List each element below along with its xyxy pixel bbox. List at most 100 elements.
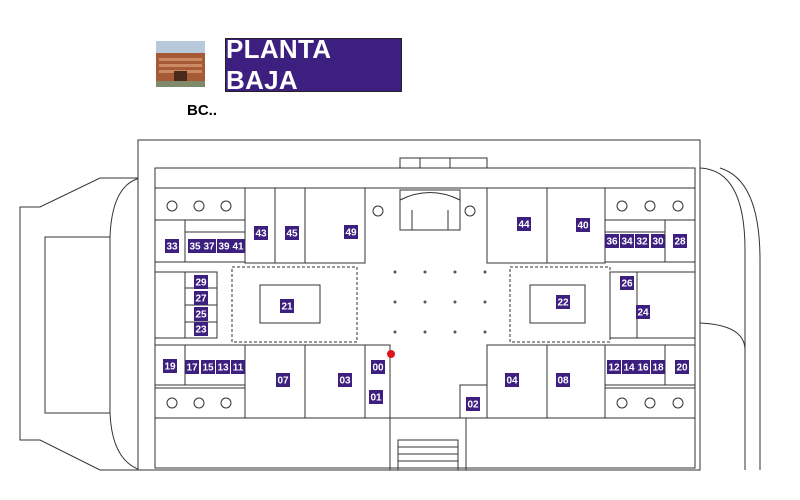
- room-tag-34[interactable]: 34: [620, 234, 634, 248]
- room-tag-bg: [194, 322, 208, 336]
- room-number: 36: [606, 237, 618, 248]
- room-tag-25[interactable]: 25: [194, 307, 208, 321]
- room-tag-bg: [216, 360, 230, 374]
- room-tag-04[interactable]: 04: [505, 373, 519, 387]
- room-number: 04: [506, 376, 518, 387]
- room-tag-15[interactable]: 15: [201, 360, 215, 374]
- room-number: 43: [255, 229, 267, 240]
- room-tag-20[interactable]: 20: [675, 360, 689, 374]
- room-number: 49: [345, 228, 357, 239]
- room-number: 01: [370, 393, 382, 404]
- room-tag-18[interactable]: 18: [651, 360, 665, 374]
- room-number: 26: [621, 279, 633, 290]
- room-tag-bg: [636, 360, 650, 374]
- room-tag-14[interactable]: 14: [622, 360, 636, 374]
- room-number: 24: [637, 308, 649, 319]
- room-tag-21[interactable]: 21: [280, 299, 294, 313]
- room-number: 12: [608, 363, 620, 374]
- room-number: 20: [676, 363, 688, 374]
- room-tag-bg: [556, 373, 570, 387]
- room-tag-bg: [517, 217, 531, 231]
- room-tag-bg: [675, 360, 689, 374]
- room-tag-bg: [605, 234, 619, 248]
- room-tag-24[interactable]: 24: [636, 305, 650, 319]
- room-tag-37[interactable]: 37: [202, 239, 216, 253]
- room-number: 35: [189, 242, 201, 253]
- floor-title: PLANTA BAJA: [226, 34, 331, 95]
- room-tag-26[interactable]: 26: [620, 276, 634, 290]
- room-tag-44[interactable]: 44: [517, 217, 531, 231]
- room-tag-bg: [165, 239, 179, 253]
- room-tag-bg: [576, 218, 590, 232]
- room-tag-02[interactable]: 02: [466, 397, 480, 411]
- room-tag-22[interactable]: 22: [556, 295, 570, 309]
- room-tag-bg: [371, 360, 385, 374]
- room-tag-bg: [635, 234, 649, 248]
- room-tag-bg: [556, 295, 570, 309]
- room-tag-49[interactable]: 49: [344, 225, 358, 239]
- room-tag-30[interactable]: 30: [651, 234, 665, 248]
- room-tag-41[interactable]: 41: [231, 239, 245, 253]
- room-tag-29[interactable]: 29: [194, 275, 208, 289]
- room-tag-33[interactable]: 33: [165, 239, 179, 253]
- room-tag-43[interactable]: 43: [254, 226, 268, 240]
- room-tag-bg: [185, 360, 199, 374]
- room-number: 16: [637, 363, 649, 374]
- room-number: 17: [186, 363, 198, 374]
- room-tag-bg: [369, 390, 383, 404]
- room-tag-40[interactable]: 40: [576, 218, 590, 232]
- room-number: 25: [195, 310, 207, 321]
- room-tag-12[interactable]: 12: [607, 360, 621, 374]
- room-number: 29: [195, 278, 207, 289]
- room-tag-07[interactable]: 07: [276, 373, 290, 387]
- room-number: 27: [195, 294, 207, 305]
- room-tag-bg: [673, 234, 687, 248]
- room-tag-28[interactable]: 28: [673, 234, 687, 248]
- room-tag-16[interactable]: 16: [636, 360, 650, 374]
- room-number: 03: [339, 376, 351, 387]
- room-tag-00[interactable]: 00: [371, 360, 385, 374]
- column-markers: [166, 200, 684, 409]
- room-tag-17[interactable]: 17: [185, 360, 199, 374]
- room-tag-27[interactable]: 27: [194, 291, 208, 305]
- building-photo: [156, 41, 205, 87]
- room-tag-bg: [620, 234, 634, 248]
- room-tag-bg: [202, 239, 216, 253]
- room-tag-13[interactable]: 13: [216, 360, 230, 374]
- room-tag-01[interactable]: 01: [369, 390, 383, 404]
- room-tag-11[interactable]: 11: [231, 360, 245, 374]
- room-number: 15: [202, 363, 214, 374]
- room-tag-bg: [194, 291, 208, 305]
- room-tag-23[interactable]: 23: [194, 322, 208, 336]
- room-tag-bg: [344, 225, 358, 239]
- room-tag-bg: [280, 299, 294, 313]
- room-tag-bg: [622, 360, 636, 374]
- room-number: 30: [652, 237, 664, 248]
- room-tag-39[interactable]: 39: [217, 239, 231, 253]
- room-number: 07: [277, 376, 289, 387]
- room-tag-32[interactable]: 32: [635, 234, 649, 248]
- room-tag-bg: [231, 360, 245, 374]
- room-number: 14: [623, 363, 635, 374]
- room-tag-45[interactable]: 45: [285, 226, 299, 240]
- room-tag-03[interactable]: 03: [338, 373, 352, 387]
- room-tag-bg: [188, 239, 202, 253]
- room-number: 40: [577, 221, 589, 232]
- room-tag-bg: [163, 359, 177, 373]
- room-number: 37: [203, 242, 215, 253]
- room-number: 11: [233, 363, 244, 374]
- room-tag-35[interactable]: 35: [188, 239, 202, 253]
- room-tag-bg: [466, 397, 480, 411]
- room-number: 44: [518, 220, 530, 231]
- room-tag-36[interactable]: 36: [605, 234, 619, 248]
- location-marker-icon: [387, 350, 395, 358]
- room-number: 28: [674, 237, 686, 248]
- room-tag-08[interactable]: 08: [556, 373, 570, 387]
- room-number: 08: [557, 376, 569, 387]
- room-tag-bg: [338, 373, 352, 387]
- room-number: 33: [166, 242, 178, 253]
- room-tag-19[interactable]: 19: [163, 359, 177, 373]
- room-number: 21: [281, 302, 293, 313]
- room-number: 22: [557, 298, 569, 309]
- room-tag-bg: [636, 305, 650, 319]
